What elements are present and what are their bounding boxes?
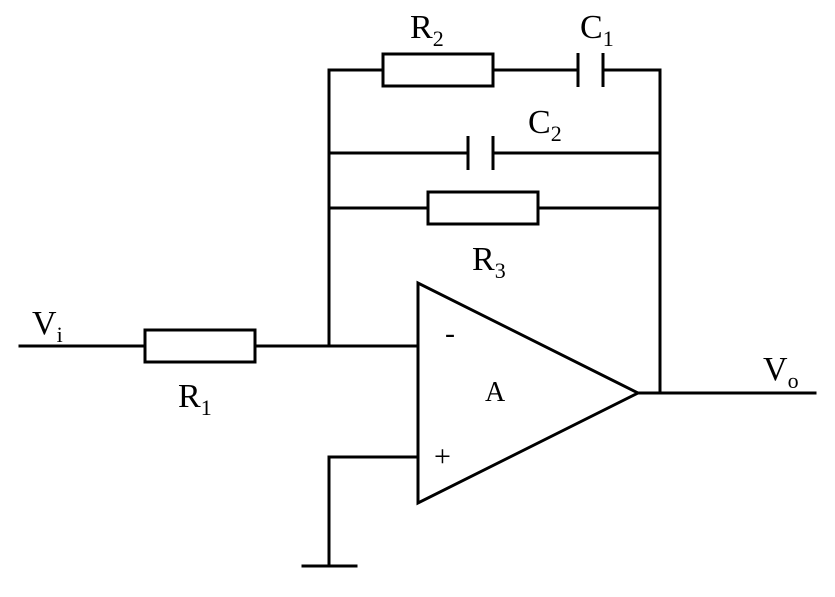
label-r1: R1 [178,378,212,420]
label-c2: C2 [528,104,562,146]
label-vi: Vi [32,305,63,347]
label-vo: Vo [763,351,799,393]
inverting-input-sign: - [445,317,455,350]
resistor-r3 [426,190,540,226]
resistor-r1 [143,328,257,364]
ground-branch [301,455,420,568]
opamp-triangle [416,280,642,506]
label-r2: R2 [410,9,444,51]
non-inverting-input-sign: + [434,440,451,473]
input-branch [18,328,420,364]
feedback-branch-r2-c1 [327,52,662,88]
resistor-r2 [381,52,495,88]
feedback-branch-c2 [327,136,662,170]
label-c1: C1 [580,9,614,51]
opamp-label: A [485,377,506,408]
feedback-branch-r3 [327,190,662,226]
label-r3: R3 [472,241,506,283]
